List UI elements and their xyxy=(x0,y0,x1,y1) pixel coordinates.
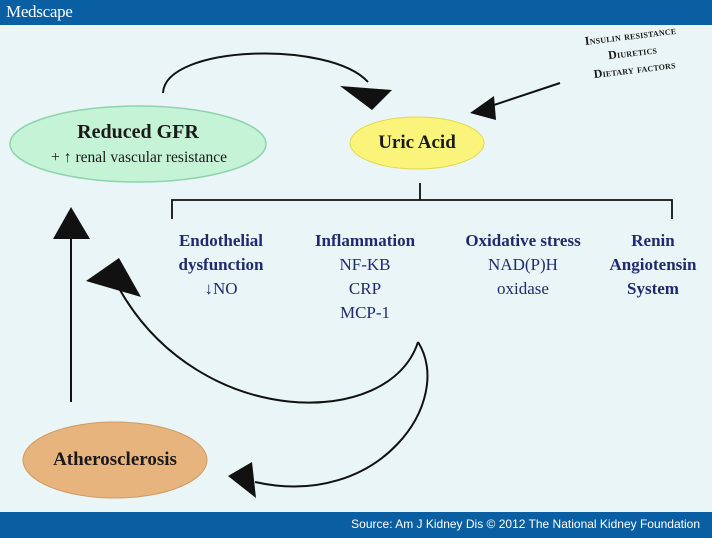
source-credit: Source: Am J Kidney Dis © 2012 The Natio… xyxy=(351,517,700,531)
factors-arrow-line xyxy=(487,82,561,108)
reduced-gfr-title: Reduced GFR xyxy=(77,121,199,143)
gfr-to-uric-arc xyxy=(162,52,369,94)
mechanisms-to-gfr-arc xyxy=(119,289,419,404)
reduced-gfr-ellipse xyxy=(9,105,267,183)
mechanisms-bracket xyxy=(171,183,673,219)
atherosclerosis-label-wrap: Atherosclerosis xyxy=(25,448,205,473)
mechanism-inflammation: Inflammation NF-KB CRP MCP-1 xyxy=(314,231,416,322)
atherosclerosis-ellipse xyxy=(22,421,208,499)
atherosclerosis-label: Atherosclerosis xyxy=(53,449,177,470)
up-arrow-icon: ↑ xyxy=(63,149,72,166)
down-arrow-icon: ↓ xyxy=(204,279,213,298)
uric-acid-label: Uric Acid xyxy=(378,132,456,153)
gfr-to-uric-arrowhead xyxy=(340,86,392,110)
mechanism-endothelial: Endothelial dysfunction ↓NO xyxy=(178,231,264,298)
footer-bar: Source: Am J Kidney Dis © 2012 The Natio… xyxy=(0,512,712,538)
diagram-svg xyxy=(9,52,673,499)
mechanisms-to-athero-arrowhead xyxy=(228,462,256,498)
no-label: NO xyxy=(212,279,238,298)
reduced-gfr-subtitle-line: + ↑ renal vascular resistance xyxy=(14,146,264,170)
mechanisms-to-gfr-arrowhead xyxy=(86,258,141,297)
uric-acid-ellipse xyxy=(349,116,485,170)
reduced-gfr-subtitle: renal vascular resistance xyxy=(75,149,227,166)
header-bar: Medscape xyxy=(0,0,712,25)
mechanism-oxidative-stress: Oxidative stress NAD(P)H oxidase xyxy=(465,231,581,298)
factors-arrowhead xyxy=(470,96,496,120)
medscape-logo[interactable]: Medscape xyxy=(6,2,73,21)
athero-to-gfr-arrowhead xyxy=(53,207,90,239)
plus-sign: + xyxy=(51,149,60,166)
mechanism-ras: Renin Angiotensin System xyxy=(609,231,697,298)
uric-acid-label-wrap: Uric Acid xyxy=(352,131,482,156)
mechanisms-to-athero-arc xyxy=(254,341,429,488)
